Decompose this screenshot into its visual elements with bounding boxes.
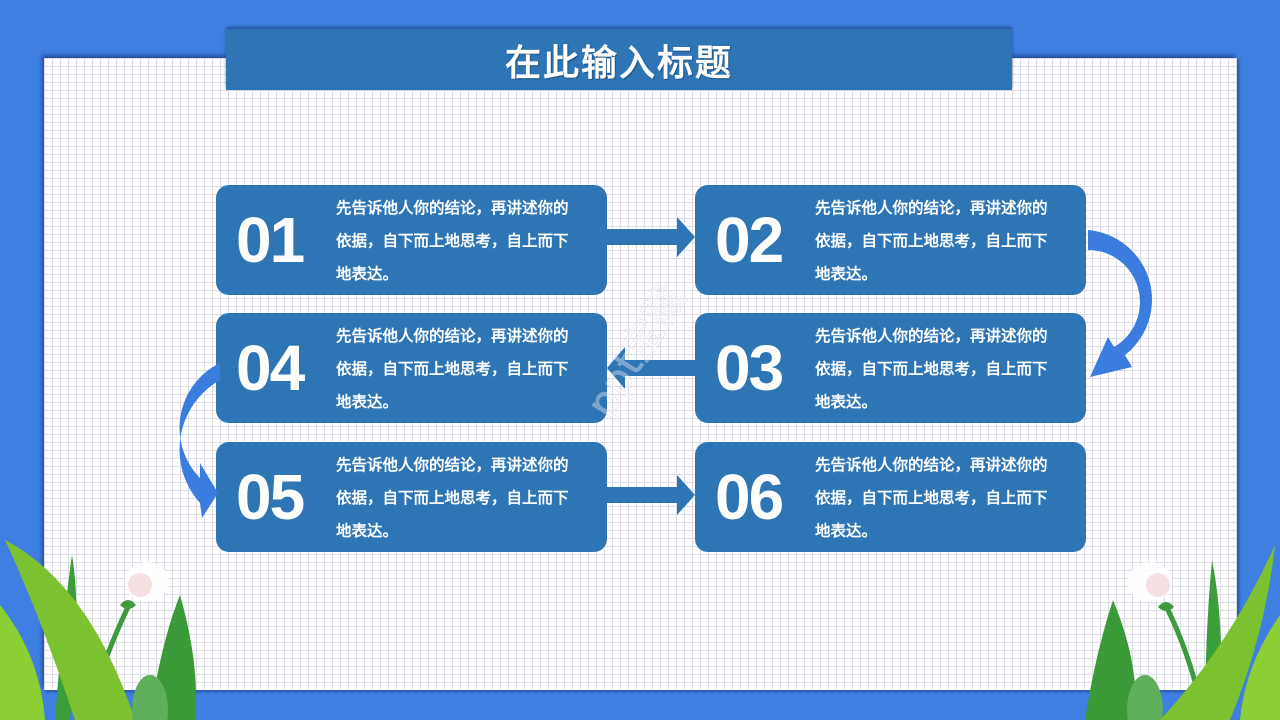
step-box-03[interactable]: 03 先告诉他人你的结论，再讲述你的依据，自下而上地思考，自上而下地表达。 bbox=[695, 313, 1086, 423]
curved-arrow-down-icon bbox=[179, 363, 220, 518]
step-number: 02 bbox=[715, 204, 784, 276]
step-box-05[interactable]: 05 先告诉他人你的结论，再讲述你的依据，自下而上地思考，自上而下地表达。 bbox=[216, 442, 607, 552]
step-number: 01 bbox=[236, 204, 305, 276]
step-box-01[interactable]: 01 先告诉他人你的结论，再讲述你的依据，自下而上地思考，自上而下地表达。 bbox=[216, 185, 607, 295]
step-box-02[interactable]: 02 先告诉他人你的结论，再讲述你的依据，自下而上地思考，自上而下地表达。 bbox=[695, 185, 1086, 295]
step-text[interactable]: 先告诉他人你的结论，再讲述你的依据，自下而上地思考，自上而下地表达。 bbox=[815, 454, 1048, 540]
arrow-right-icon bbox=[600, 217, 695, 257]
step-number: 03 bbox=[715, 332, 784, 404]
step-text[interactable]: 先告诉他人你的结论，再讲述你的依据，自下而上地思考，自上而下地表达。 bbox=[336, 325, 569, 411]
plant-right-icon bbox=[1085, 545, 1280, 720]
title-bar: 在此输入标题 bbox=[226, 29, 1012, 90]
plant-left-icon bbox=[0, 540, 196, 720]
step-box-04[interactable]: 04 先告诉他人你的结论，再讲述你的依据，自下而上地思考，自上而下地表达。 bbox=[216, 313, 607, 423]
step-box-06[interactable]: 06 先告诉他人你的结论，再讲述你的依据，自下而上地思考，自上而下地表达。 bbox=[695, 442, 1086, 552]
step-number: 06 bbox=[715, 461, 784, 533]
step-number: 04 bbox=[236, 332, 305, 404]
step-text[interactable]: 先告诉他人你的结论，再讲述你的依据，自下而上地思考，自上而下地表达。 bbox=[815, 325, 1048, 411]
arrow-left-icon bbox=[607, 347, 700, 389]
step-text[interactable]: 先告诉他人你的结论，再讲述你的依据，自下而上地思考，自上而下地表达。 bbox=[336, 454, 569, 540]
step-number: 05 bbox=[236, 461, 305, 533]
step-text[interactable]: 先告诉他人你的结论，再讲述你的依据，自下而上地思考，自上而下地表达。 bbox=[815, 197, 1048, 283]
step-text[interactable]: 先告诉他人你的结论，再讲述你的依据，自下而上地思考，自上而下地表达。 bbox=[336, 197, 569, 283]
curved-arrow-down-icon bbox=[1088, 230, 1153, 377]
page-title[interactable]: 在此输入标题 bbox=[504, 41, 733, 84]
arrow-right-icon bbox=[600, 475, 695, 515]
